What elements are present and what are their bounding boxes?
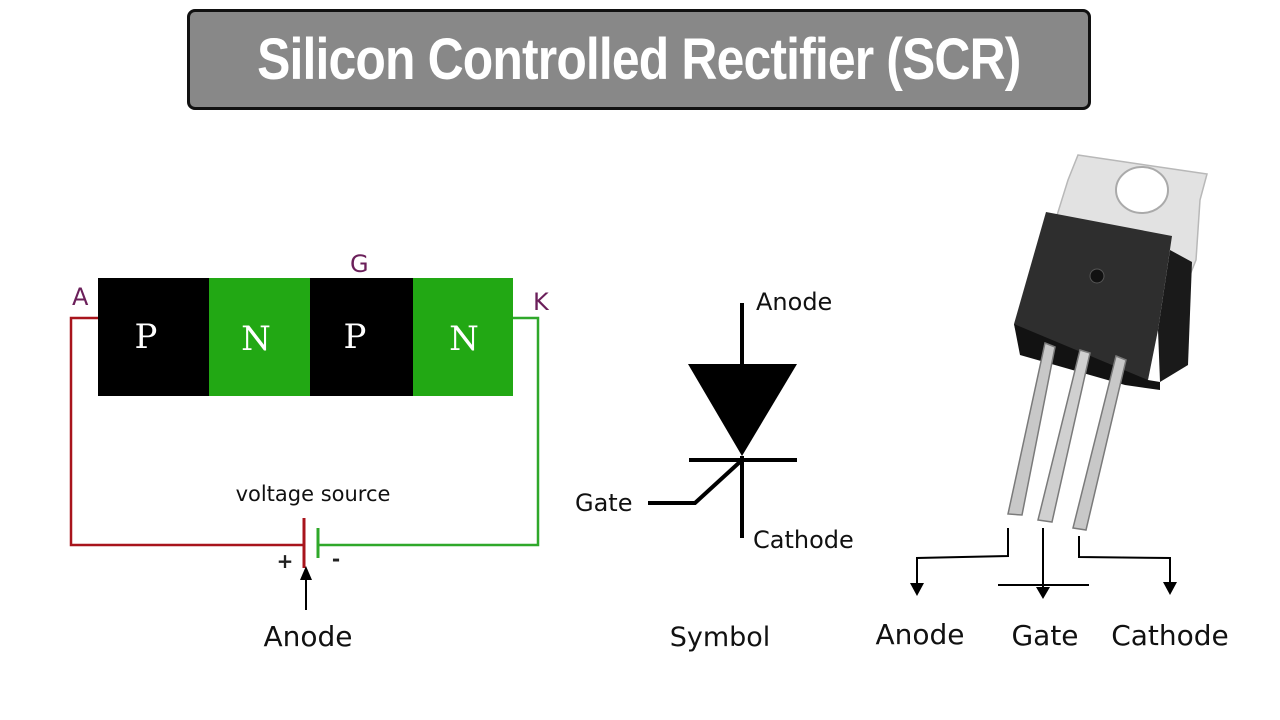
terminal-a-label: A xyxy=(72,283,89,311)
layer-n2 xyxy=(413,278,513,396)
mounting-hole-icon xyxy=(1115,166,1169,214)
symbol-cathode-label: Cathode xyxy=(753,526,854,554)
package-dot-icon xyxy=(1089,268,1105,284)
lead-gate xyxy=(1037,349,1091,523)
voltage-source-label: voltage source xyxy=(236,482,391,506)
anode-arrow-label: Anode xyxy=(263,620,352,653)
symbol-anode-label: Anode xyxy=(756,288,832,316)
package-body-side xyxy=(1158,250,1192,382)
to220-package-illustration xyxy=(1007,154,1208,531)
layer-n1-label: N xyxy=(241,319,271,359)
gate-callout-arrow-icon xyxy=(1036,587,1050,599)
layer-n1 xyxy=(209,278,310,396)
anode-arrow-head-icon xyxy=(300,566,312,580)
scr-symbol: Anode Gate Cathode Symbol xyxy=(575,288,854,653)
plus-sign: + xyxy=(277,549,294,573)
cathode-wire xyxy=(318,316,540,547)
cathode-callout-arrow-icon xyxy=(1163,582,1177,595)
pnpn-structure: P N P N A G K xyxy=(72,250,550,396)
symbol-gate-lead xyxy=(648,458,744,505)
title-banner: Silicon Controlled Rectifier (SCR) xyxy=(187,9,1091,110)
anode-callout-line xyxy=(916,528,1009,585)
pin-gate-label: Gate xyxy=(1011,619,1078,652)
symbol-gate-label: Gate xyxy=(575,489,632,517)
lead-cathode xyxy=(1072,354,1127,531)
terminal-g-label: G xyxy=(350,250,369,278)
anode-wire xyxy=(69,316,304,547)
minus-sign: - xyxy=(332,547,340,571)
terminal-k-label: K xyxy=(533,288,550,316)
pin-cathode-label: Cathode xyxy=(1111,619,1229,652)
symbol-caption: Symbol xyxy=(670,622,771,653)
lead-anode xyxy=(1007,341,1056,516)
pin-anode-label: Anode xyxy=(875,618,964,651)
layer-p2 xyxy=(310,278,413,396)
anode-callout-arrow-icon xyxy=(910,583,924,596)
page-title: Silicon Controlled Rectifier (SCR) xyxy=(257,27,1021,92)
symbol-triangle-icon xyxy=(688,364,797,456)
cathode-callout-line xyxy=(1078,536,1171,583)
pin-callouts: Anode Gate Cathode xyxy=(875,528,1229,652)
package-body xyxy=(1014,212,1172,380)
layer-p2-label: P xyxy=(344,317,367,357)
layer-p1-label: P xyxy=(135,317,158,357)
layer-p1 xyxy=(98,278,209,396)
layer-n2-label: N xyxy=(449,319,479,359)
